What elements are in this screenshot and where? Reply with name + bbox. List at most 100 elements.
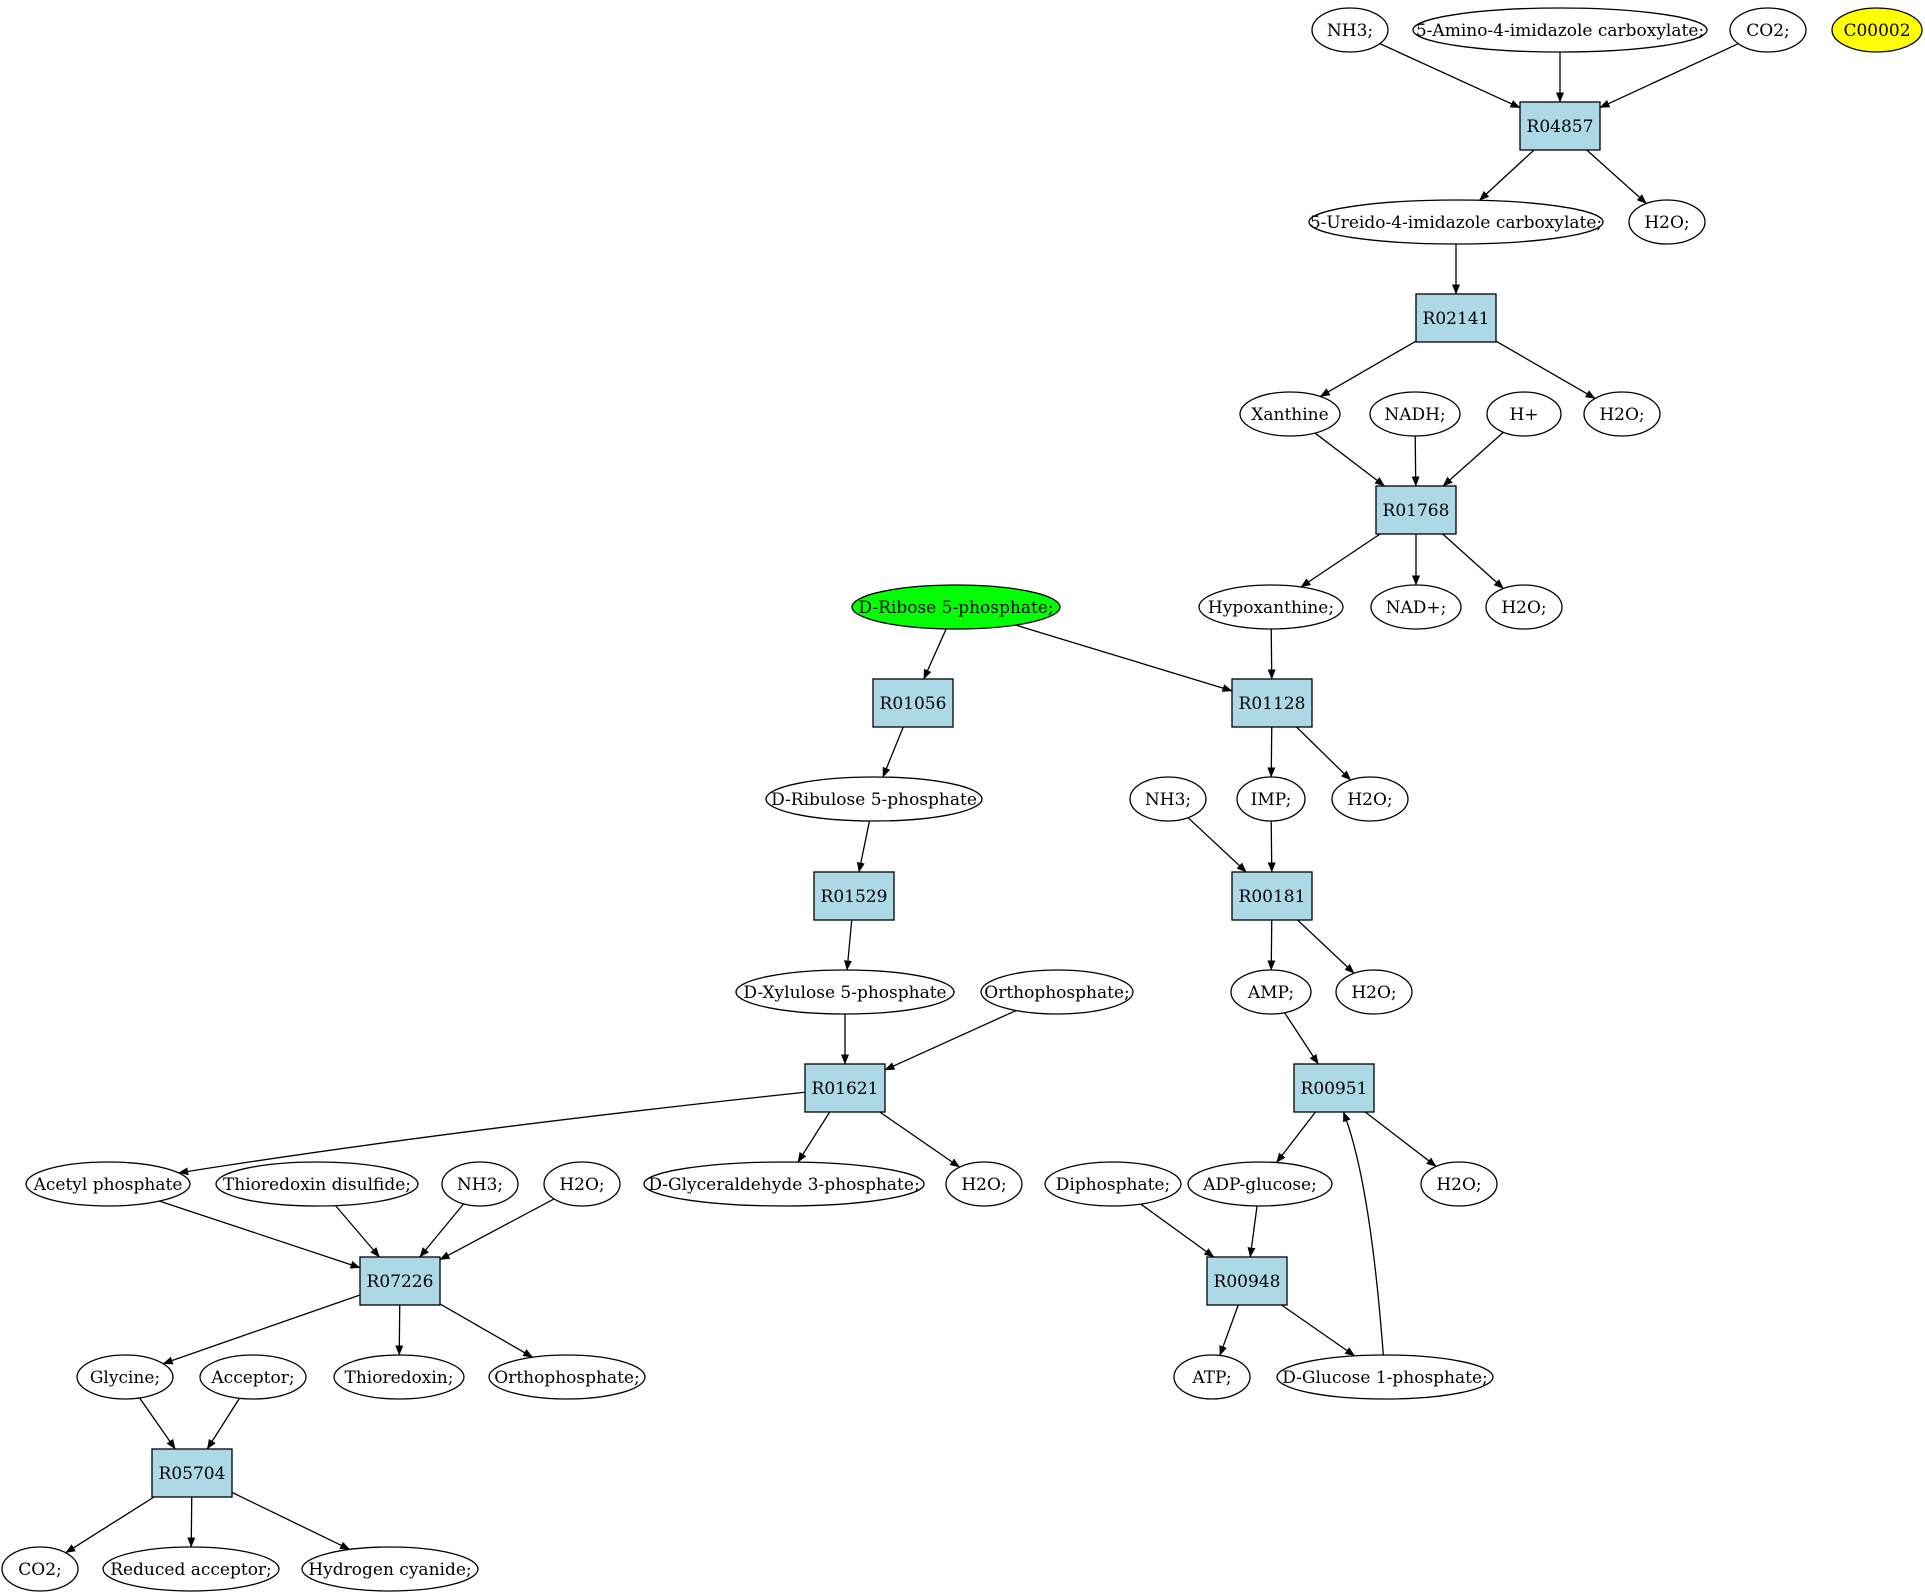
- reaction-node[interactable]: R04857: [1519, 101, 1601, 151]
- reaction-node[interactable]: R00948: [1206, 1256, 1288, 1306]
- compound-label: Glycine;: [90, 1368, 160, 1388]
- reaction-node[interactable]: R05704: [151, 1448, 233, 1498]
- compound-ellipse: [1831, 7, 1923, 53]
- edge-c_nh3_c-to-R07226: [419, 1203, 465, 1258]
- nodes-layer: NH3; 5-Amino-4-imidazole carboxylate; CO2;…: [1, 7, 1923, 1592]
- compound-label: D-Glucose 1-phosphate;: [1282, 1368, 1488, 1388]
- edge-c_diphos-to-R00948: [1140, 1203, 1215, 1258]
- edge-R01621-to-c_acetylp: [178, 1091, 806, 1176]
- compound-node[interactable]: AMP;: [1230, 969, 1312, 1015]
- compound-node[interactable]: Thioredoxin;: [333, 1354, 465, 1400]
- reaction-label: R01621: [812, 1079, 879, 1099]
- edge-c_hypox-to-R01128: [1267, 628, 1276, 680]
- compound-node[interactable]: H2O;: [1331, 776, 1409, 822]
- edge-c_acetylp-to-R07226: [159, 1200, 361, 1269]
- reaction-node[interactable]: R01768: [1375, 485, 1457, 535]
- compound-node[interactable]: Acceptor;: [199, 1354, 307, 1400]
- edge-c_h2o_f-to-R07226: [439, 1198, 555, 1261]
- reaction-node[interactable]: R02141: [1415, 293, 1497, 343]
- compound-node[interactable]: 5-Amino-4-imidazole carboxylate;: [1412, 7, 1708, 53]
- compound-node[interactable]: H2O;: [1335, 969, 1413, 1015]
- edge-R04857-to-c_uic: [1479, 149, 1535, 201]
- reaction-box: [1293, 1063, 1375, 1113]
- compound-label: Hydrogen cyanide;: [308, 1560, 471, 1580]
- edge-c_nh3_b-to-R00181: [1187, 817, 1247, 873]
- compound-label: ATP;: [1191, 1368, 1231, 1388]
- compound-ellipse: [1, 1546, 79, 1592]
- compound-node[interactable]: Hypoxanthine;: [1198, 584, 1344, 630]
- compound-ellipse: [215, 1161, 419, 1207]
- reaction-box: [151, 1448, 233, 1498]
- reaction-node[interactable]: R01128: [1231, 678, 1313, 728]
- compound-node[interactable]: Orthophosphate;: [488, 1354, 646, 1400]
- compound-node[interactable]: Diphosphate;: [1044, 1161, 1182, 1207]
- edge-R01621-to-c_g3p: [797, 1111, 831, 1163]
- reaction-node[interactable]: R07226: [359, 1256, 441, 1306]
- compound-node[interactable]: NH3;: [1311, 7, 1389, 53]
- reaction-node[interactable]: R00951: [1293, 1063, 1375, 1113]
- compound-node[interactable]: D-Ribulose 5-phosphate: [765, 776, 983, 822]
- edge-R05704-to-c_co2_b: [65, 1496, 155, 1554]
- compound-ellipse: [543, 1161, 621, 1207]
- reaction-node[interactable]: R01621: [804, 1063, 886, 1113]
- compound-ellipse: [1276, 1354, 1494, 1400]
- reaction-label: R07226: [367, 1272, 434, 1292]
- compound-node[interactable]: Xanthine: [1239, 391, 1341, 437]
- edge-R07226-to-c_ortho_b: [439, 1303, 534, 1358]
- reaction-node[interactable]: R01056: [872, 678, 954, 728]
- edge-R00948-to-c_atp: [1219, 1304, 1239, 1356]
- compound-ellipse: [25, 1161, 191, 1207]
- compound-node[interactable]: CO2;: [1729, 7, 1807, 53]
- compound-label: H2O;: [1644, 213, 1689, 233]
- edge-c_adpglc-to-R00948: [1247, 1205, 1258, 1258]
- compound-node[interactable]: H+: [1486, 391, 1562, 437]
- compound-node[interactable]: Hydrogen cyanide;: [301, 1546, 479, 1592]
- compound-node[interactable]: Reduced acceptor;: [102, 1546, 280, 1592]
- compound-node[interactable]: IMP;: [1236, 776, 1306, 822]
- compound-label: IMP;: [1251, 790, 1292, 810]
- compound-node[interactable]: Thioredoxin disulfide;: [215, 1161, 419, 1207]
- edge-R04857-to-c_h2o_a: [1586, 149, 1647, 204]
- compound-label: CO2;: [18, 1560, 62, 1580]
- compound-node[interactable]: D-Xylulose 5-phosphate: [735, 969, 955, 1015]
- compound-node[interactable]: H2O;: [1583, 391, 1661, 437]
- compound-ellipse: [1308, 199, 1604, 245]
- compound-node[interactable]: D-Glucose 1-phosphate;: [1276, 1354, 1494, 1400]
- compound-ellipse: [980, 969, 1134, 1015]
- compound-label: Reduced acceptor;: [110, 1560, 272, 1580]
- compound-node[interactable]: NH3;: [1129, 776, 1207, 822]
- compound-node[interactable]: Acetyl phosphate: [25, 1161, 191, 1207]
- compound-ellipse: [199, 1354, 307, 1400]
- compound-node[interactable]: H2O;: [945, 1161, 1023, 1207]
- compound-node[interactable]: D-Glyceraldehyde 3-phosphate;: [643, 1161, 925, 1207]
- edge-c_r5p-to-R01128: [1015, 624, 1233, 692]
- edge-c_xanthine-to-R01768: [1314, 432, 1385, 487]
- compound-node[interactable]: 5-Ureido-4-imidazole carboxylate;: [1308, 199, 1604, 245]
- edges-layer: [65, 43, 1739, 1554]
- edge-c_g1p-to-R00951: [1342, 1111, 1384, 1356]
- compound-node[interactable]: C00002: [1831, 7, 1923, 53]
- reaction-node[interactable]: R00181: [1231, 871, 1313, 921]
- compound-node[interactable]: Glycine;: [76, 1354, 174, 1400]
- compound-node[interactable]: H2O;: [543, 1161, 621, 1207]
- compound-node[interactable]: Orthophosphate;: [980, 969, 1134, 1015]
- compound-ellipse: [1331, 776, 1409, 822]
- compound-node[interactable]: H2O;: [1628, 199, 1706, 245]
- compound-ellipse: [735, 969, 955, 1015]
- compound-node[interactable]: D-Ribose 5-phosphate;: [851, 584, 1061, 630]
- compound-node[interactable]: H2O;: [1485, 584, 1563, 630]
- reaction-label: R04857: [1527, 117, 1594, 137]
- compound-ellipse: [1628, 199, 1706, 245]
- compound-ellipse: [1236, 776, 1306, 822]
- reaction-box: [359, 1256, 441, 1306]
- compound-node[interactable]: NADH;: [1369, 391, 1461, 437]
- compound-node[interactable]: H2O;: [1420, 1161, 1498, 1207]
- edge-R00951-to-c_adpglc: [1275, 1111, 1317, 1163]
- compound-ellipse: [1239, 391, 1341, 437]
- reaction-node[interactable]: R01529: [813, 871, 895, 921]
- compound-node[interactable]: CO2;: [1, 1546, 79, 1592]
- compound-node[interactable]: NAD+;: [1370, 584, 1462, 630]
- compound-node[interactable]: NH3;: [441, 1161, 519, 1207]
- compound-node[interactable]: ADP-glucose;: [1187, 1161, 1333, 1207]
- compound-node[interactable]: ATP;: [1173, 1354, 1251, 1400]
